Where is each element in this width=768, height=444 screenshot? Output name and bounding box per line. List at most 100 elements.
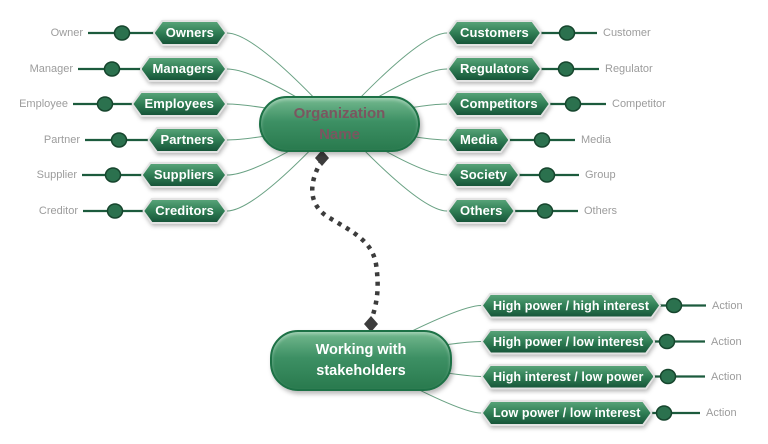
branch-node-body: Managers: [142, 58, 226, 80]
junction-node[interactable]: [655, 405, 673, 421]
leaf-label-action-1[interactable]: Action: [711, 335, 742, 348]
leaf-label-customer-right[interactable]: Customer: [603, 27, 651, 39]
leaf-label-employee-left[interactable]: Employee: [19, 98, 68, 110]
junction-node[interactable]: [538, 167, 556, 183]
leaf-label-action-3[interactable]: Action: [706, 407, 737, 419]
branch-node-managers[interactable]: Managers: [140, 56, 228, 82]
branch-node-body: Partners: [149, 129, 225, 151]
branch-node-label: Suppliers: [153, 167, 214, 182]
junction-node[interactable]: [96, 96, 114, 112]
branch-node-border: Low power / low interest: [481, 400, 653, 426]
branch-node-border: Customers: [447, 20, 542, 46]
junction-node[interactable]: [536, 203, 554, 219]
branch-node-label: Customers: [460, 25, 529, 40]
branch-node-border: Suppliers: [141, 162, 227, 188]
leaf-label-partner-left[interactable]: Partner: [43, 134, 80, 146]
leaf-label-supplier-left[interactable]: Supplier: [36, 169, 77, 181]
branch-node-body: Suppliers: [143, 164, 225, 186]
branch-node-employees[interactable]: Employees: [131, 91, 227, 117]
branch-node-owners[interactable]: Owners: [153, 20, 227, 46]
leaf-label-competitor-right[interactable]: Competitor: [612, 98, 666, 110]
branch-node-body: High interest / low power: [483, 366, 653, 388]
organization-root-node[interactable]: Organization Name: [259, 96, 420, 152]
organization-node-line1: Organization: [293, 105, 386, 122]
link-arrow-start-diamond: [315, 150, 329, 166]
branch-node-body: Competitors: [449, 93, 549, 115]
branch-node-label: High power / low interest: [493, 334, 644, 349]
branch-node-body: Owners: [155, 22, 225, 44]
branch-node-border: Media: [447, 127, 510, 153]
junction-node[interactable]: [113, 25, 131, 41]
branch-node-body: Low power / low interest: [483, 402, 651, 424]
branch-node-label: Owners: [165, 25, 214, 40]
leaf-label-manager-left[interactable]: Manager: [29, 63, 73, 75]
branch-node-label: High power / high interest: [493, 298, 650, 313]
branch-node-body: High power / low interest: [483, 331, 653, 353]
junction-node[interactable]: [104, 167, 122, 183]
junction-node[interactable]: [665, 297, 683, 314]
leaf-label-action-0[interactable]: Action: [712, 299, 743, 312]
branch-node-border: Partners: [147, 127, 227, 153]
branch-node-border: Others: [447, 198, 516, 224]
branch-node-label: Partners: [160, 132, 214, 147]
branch-node-regulators[interactable]: Regulators: [447, 56, 542, 82]
branch-node-border: High power / low interest: [481, 329, 655, 355]
branch-node-creditors[interactable]: Creditors: [142, 198, 227, 224]
branch-node-border: High interest / low power: [481, 364, 655, 390]
branch-node-high-interest-low-power[interactable]: High interest / low power: [481, 364, 655, 390]
branch-node-low-power-low-interest[interactable]: Low power / low interest: [481, 400, 653, 426]
branch-node-label: Creditors: [155, 203, 214, 218]
link-arrow-curve: [310, 158, 380, 322]
branch-node-body: Creditors: [144, 200, 225, 222]
branch-node-body: High power / high interest: [483, 295, 659, 317]
leaf-label-group-right[interactable]: Group: [585, 169, 616, 181]
branch-node-label: Managers: [152, 61, 214, 76]
junction-node[interactable]: [558, 25, 576, 41]
junction-node[interactable]: [106, 203, 124, 219]
branch-node-label: Others: [460, 203, 503, 218]
branch-node-border: Society: [447, 162, 520, 188]
branch-node-competitors[interactable]: Competitors: [447, 91, 551, 117]
link-arrow-end-diamond: [364, 316, 378, 332]
junction-node[interactable]: [110, 132, 128, 148]
link-arrow-group: [310, 150, 380, 332]
leaf-label-others-right[interactable]: Others: [584, 205, 618, 217]
leaf-label-action-2[interactable]: Action: [711, 370, 742, 383]
branch-node-label: Low power / low interest: [493, 406, 641, 420]
junction-node[interactable]: [557, 61, 575, 77]
branch-node-border: Competitors: [447, 91, 551, 117]
branch-node-label: High interest / low power: [493, 369, 644, 384]
branch-node-body: Others: [449, 200, 514, 222]
branch-node-border: Owners: [153, 20, 227, 46]
stakeholders-node-line1: Working with: [315, 342, 407, 359]
branch-node-label: Employees: [144, 96, 214, 111]
junction-node[interactable]: [658, 333, 676, 350]
branch-node-body: Media: [449, 129, 508, 151]
stakeholders-node-line2: stakeholders: [316, 362, 406, 379]
generated-connectors: [73, 25, 706, 421]
branch-node-society[interactable]: Society: [447, 162, 520, 188]
branch-node-others[interactable]: Others: [447, 198, 516, 224]
branch-node-border: Managers: [140, 56, 228, 82]
branch-node-media[interactable]: Media: [447, 127, 510, 153]
branch-node-body: Employees: [133, 93, 225, 115]
branch-node-high-power-high-interest[interactable]: High power / high interest: [481, 293, 661, 319]
leaf-label-owner-left[interactable]: Owner: [50, 27, 83, 39]
branch-node-body: Customers: [449, 22, 540, 44]
working-with-stakeholders-node[interactable]: Working with stakeholders: [270, 330, 452, 391]
leaf-label-media-right[interactable]: Media: [581, 134, 611, 146]
branch-node-suppliers[interactable]: Suppliers: [141, 162, 227, 188]
branch-node-label: Competitors: [460, 96, 538, 111]
leaf-label-regulator-right[interactable]: Regulator: [605, 63, 653, 75]
junction-node[interactable]: [564, 96, 582, 112]
junction-node[interactable]: [659, 368, 677, 385]
branch-node-body: Society: [449, 164, 518, 186]
leaf-label-creditor-left[interactable]: Creditor: [38, 205, 78, 217]
branch-node-partners[interactable]: Partners: [147, 127, 227, 153]
branch-node-customers[interactable]: Customers: [447, 20, 542, 46]
organization-node-line2: Name: [319, 126, 360, 143]
branch-node-high-power-low-interest[interactable]: High power / low interest: [481, 329, 655, 355]
junction-node[interactable]: [103, 61, 121, 77]
junction-node[interactable]: [533, 132, 551, 148]
